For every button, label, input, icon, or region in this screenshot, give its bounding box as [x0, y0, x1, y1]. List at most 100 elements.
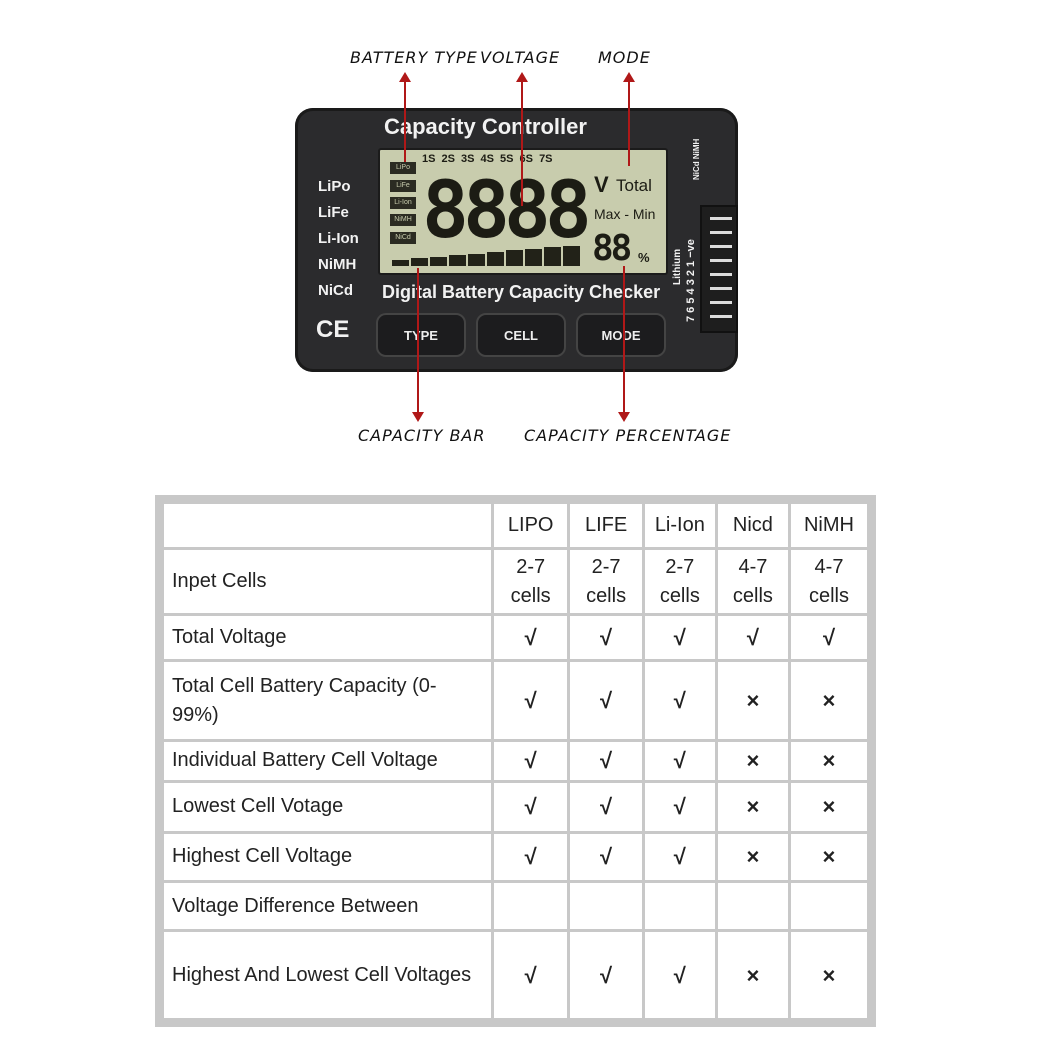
table-cell: √	[490, 613, 571, 663]
header-cell: LIPO	[490, 497, 571, 551]
row-label: Highest Cell Voltage	[158, 830, 494, 884]
table-cell: ×	[714, 779, 791, 834]
header-cell: LIFE	[567, 497, 645, 551]
lcd-percent-sign: %	[638, 250, 650, 265]
table-cell: √	[490, 830, 571, 884]
device-subtitle: Digital Battery Capacity Checker	[382, 282, 661, 302]
header-cell: Li-Ion	[641, 497, 718, 551]
table-header-row: LIPO LIFE Li-Ion Nicd NiMH	[158, 497, 874, 551]
table-cell: √	[641, 659, 718, 743]
table-cell: 2-7 cells	[567, 547, 645, 617]
lcd-type-tag: NiMH	[390, 214, 416, 226]
lcd-unit: V	[594, 172, 609, 197]
table-cell: √	[714, 613, 791, 663]
mode-button[interactable]: MODE	[576, 313, 666, 357]
callout-capacity-percentage: CAPACITY PERCENTAGE	[524, 426, 732, 445]
lcd-cell-counts: 1S 2S 3S 4S 5S 6S 7S	[422, 153, 553, 165]
table-cell	[567, 879, 645, 933]
connector-top-label: NiCd NiMH	[692, 138, 701, 180]
row-label: Inpet Cells	[158, 547, 494, 617]
table-cell	[714, 879, 791, 933]
table-cell: ×	[714, 739, 791, 783]
table-cell: √	[567, 739, 645, 783]
table-cell: ×	[714, 659, 791, 743]
table-cell: √	[641, 830, 718, 884]
lcd-type-tag: NiCd	[390, 232, 416, 244]
capacity-bar-segment	[392, 260, 409, 266]
table-cell	[490, 879, 571, 933]
table-cell: √	[567, 779, 645, 834]
table-cell: 4-7 cells	[714, 547, 791, 617]
lcd-total-label: Total	[616, 176, 652, 195]
table-row: Highest Cell Voltage√√√××	[158, 830, 874, 884]
lcd-type-tag: LiFe	[390, 180, 416, 192]
table-row: Total Cell Battery Capacity (0-99%)√√√××	[158, 659, 874, 743]
row-label: Voltage Difference Between	[158, 879, 494, 933]
callout-battery-type: BATTERY TYPE	[350, 48, 478, 67]
ce-mark: CE	[316, 316, 350, 343]
table-cell: 2-7 cells	[490, 547, 571, 617]
arrow-battery-type	[399, 72, 411, 162]
row-label: Total Cell Battery Capacity (0-99%)	[158, 659, 494, 743]
device-title: Capacity Controller	[384, 114, 587, 139]
lcd-screen: LiPo LiFe Li-Ion NiMH NiCd 1S 2S 3S 4S 5…	[378, 148, 668, 275]
arrow-capacity-percentage	[618, 266, 630, 422]
side-type: Li-Ion	[318, 230, 359, 247]
table-row: Total Voltage√√√√√	[158, 613, 874, 663]
table-row: Highest And Lowest Cell Voltages√√√××	[158, 929, 874, 1024]
table-cell: √	[641, 613, 718, 663]
capacity-bar-segment	[544, 247, 561, 266]
side-type: NiCd	[318, 282, 353, 299]
table-row: Lowest Cell Votage√√√××	[158, 779, 874, 834]
row-label: Total Voltage	[158, 613, 494, 663]
callout-mode: MODE	[598, 48, 651, 67]
capacity-bar-segment	[525, 248, 542, 266]
table-cell: √	[490, 779, 571, 834]
table-cell: ×	[787, 739, 874, 783]
row-label: Highest And Lowest Cell Voltages	[158, 929, 494, 1024]
table-cell: ×	[787, 830, 874, 884]
header-cell: NiMH	[787, 497, 874, 551]
capacity-bar-segment	[563, 245, 580, 266]
side-type: NiMH	[318, 256, 357, 273]
balance-connector	[700, 205, 738, 333]
table-cell	[787, 879, 874, 933]
arrow-mode	[623, 72, 635, 166]
header-cell	[158, 497, 494, 551]
table-cell: √	[567, 929, 645, 1024]
capacity-bar-segment	[411, 258, 428, 266]
table-cell: ×	[787, 659, 874, 743]
table-cell: √	[490, 929, 571, 1024]
table-cell: ×	[787, 929, 874, 1024]
row-label: Individual Battery Cell Voltage	[158, 739, 494, 783]
arrow-voltage	[516, 72, 528, 206]
cell-button[interactable]: CELL	[476, 313, 566, 357]
capacity-bar-segment	[506, 250, 523, 266]
side-type: LiFe	[318, 204, 349, 221]
table-cell	[641, 879, 718, 933]
table-cell: ×	[787, 779, 874, 834]
capacity-bar-segment	[468, 253, 485, 266]
table-cell: √	[490, 739, 571, 783]
table-cell: 2-7 cells	[641, 547, 718, 617]
table-cell: √	[641, 779, 718, 834]
lcd-type-tag: LiPo	[390, 162, 416, 174]
capacity-bar-segment	[487, 252, 504, 266]
connector-pin-numbers: 7 6 5 4 3 2 1 −ve	[685, 239, 697, 322]
header-cell: Nicd	[714, 497, 791, 551]
capacity-bar-segment	[449, 255, 466, 266]
callout-capacity-bar: CAPACITY BAR	[358, 426, 486, 445]
type-button[interactable]: TYPE	[376, 313, 466, 357]
table-cell: √	[567, 659, 645, 743]
table-cell: ×	[714, 830, 791, 884]
table-cell: √	[641, 929, 718, 1024]
table-row: Individual Battery Cell Voltage√√√××	[158, 739, 874, 783]
connector-label: Lithium	[672, 248, 683, 285]
side-type: LiPo	[318, 178, 351, 195]
lcd-max-min-label: Max - Min	[594, 206, 656, 222]
arrow-capacity-bar	[412, 268, 424, 422]
lcd-type-tag: Li-Ion	[390, 197, 416, 209]
callout-voltage: VOLTAGE	[480, 48, 561, 67]
